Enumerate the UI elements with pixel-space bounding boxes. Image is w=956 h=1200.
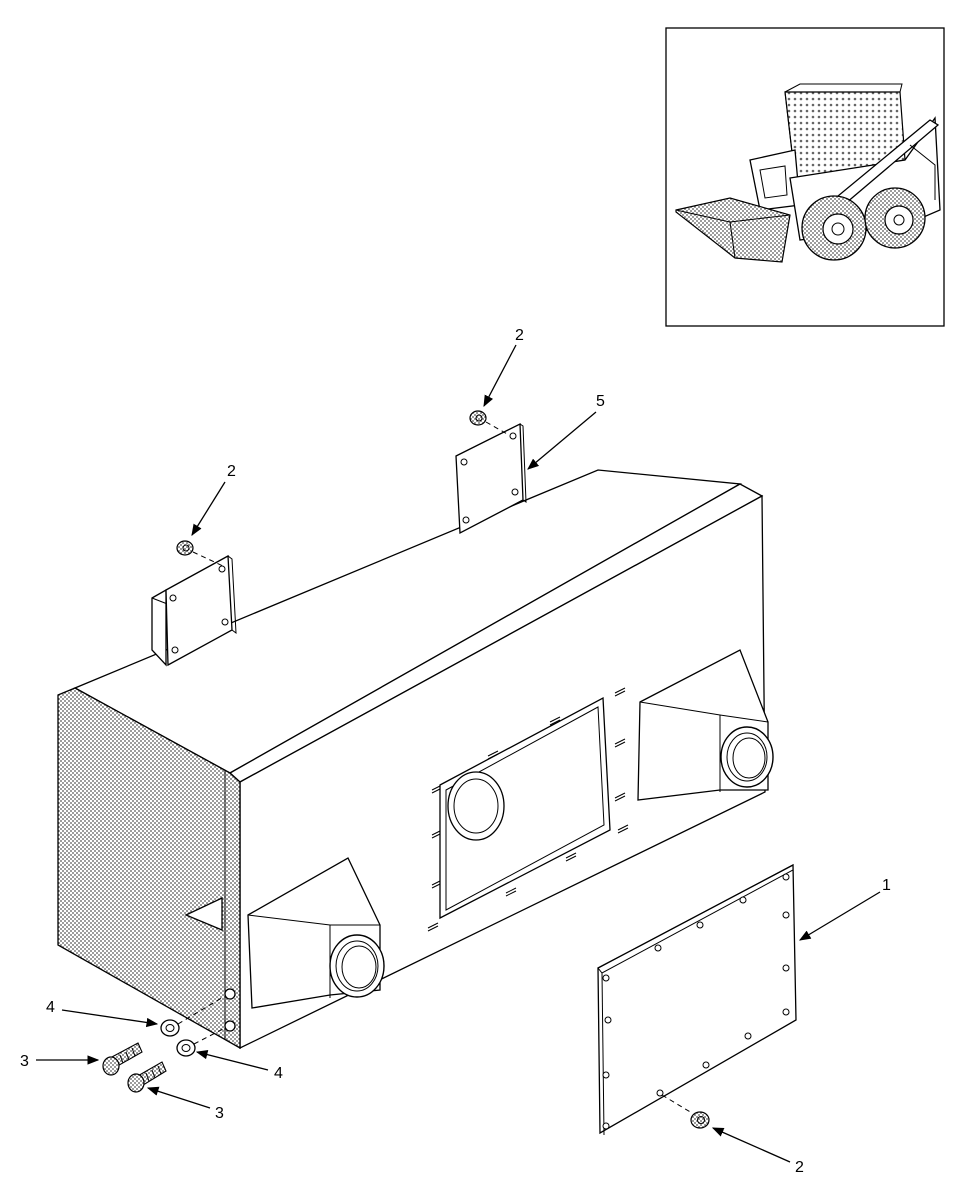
inset-frame [665, 27, 945, 327]
washer-icon [176, 1039, 196, 1057]
stud-set [427, 687, 629, 932]
skid-steer-loader-illustration [675, 83, 941, 263]
dotted-side-panel [57, 687, 241, 1050]
washer-icon [160, 1019, 180, 1037]
part-5-cover-plate [455, 422, 527, 535]
loader-wheel [801, 195, 867, 261]
part-1-access-panel [597, 863, 797, 1136]
nut-icon [469, 410, 487, 426]
loader-wheel [864, 187, 926, 249]
left-air-duct [247, 857, 385, 1009]
callout-2-panel-nut: 2 [795, 1159, 804, 1176]
access-opening [439, 696, 611, 920]
callout-2-plate-nut: 2 [515, 327, 524, 344]
callout-3-bolt-upper: 3 [20, 1053, 29, 1070]
nut-icon [690, 1111, 710, 1129]
callout-5-cover-plate: 5 [596, 393, 605, 410]
callout-2-bracket-nut: 2 [227, 463, 236, 480]
callout-leaders [36, 344, 881, 1163]
callout-3-bolt-lower: 3 [215, 1105, 224, 1122]
bracket-plate [151, 554, 237, 667]
callout-4-washer-upper: 4 [46, 999, 55, 1016]
callout-4-washer-lower: 4 [274, 1065, 283, 1082]
bolt-icon [102, 1042, 143, 1076]
right-air-duct [637, 649, 774, 801]
bolt-icon [127, 1061, 167, 1093]
nut-icon [176, 540, 194, 556]
callout-1-access-panel: 1 [882, 877, 891, 894]
